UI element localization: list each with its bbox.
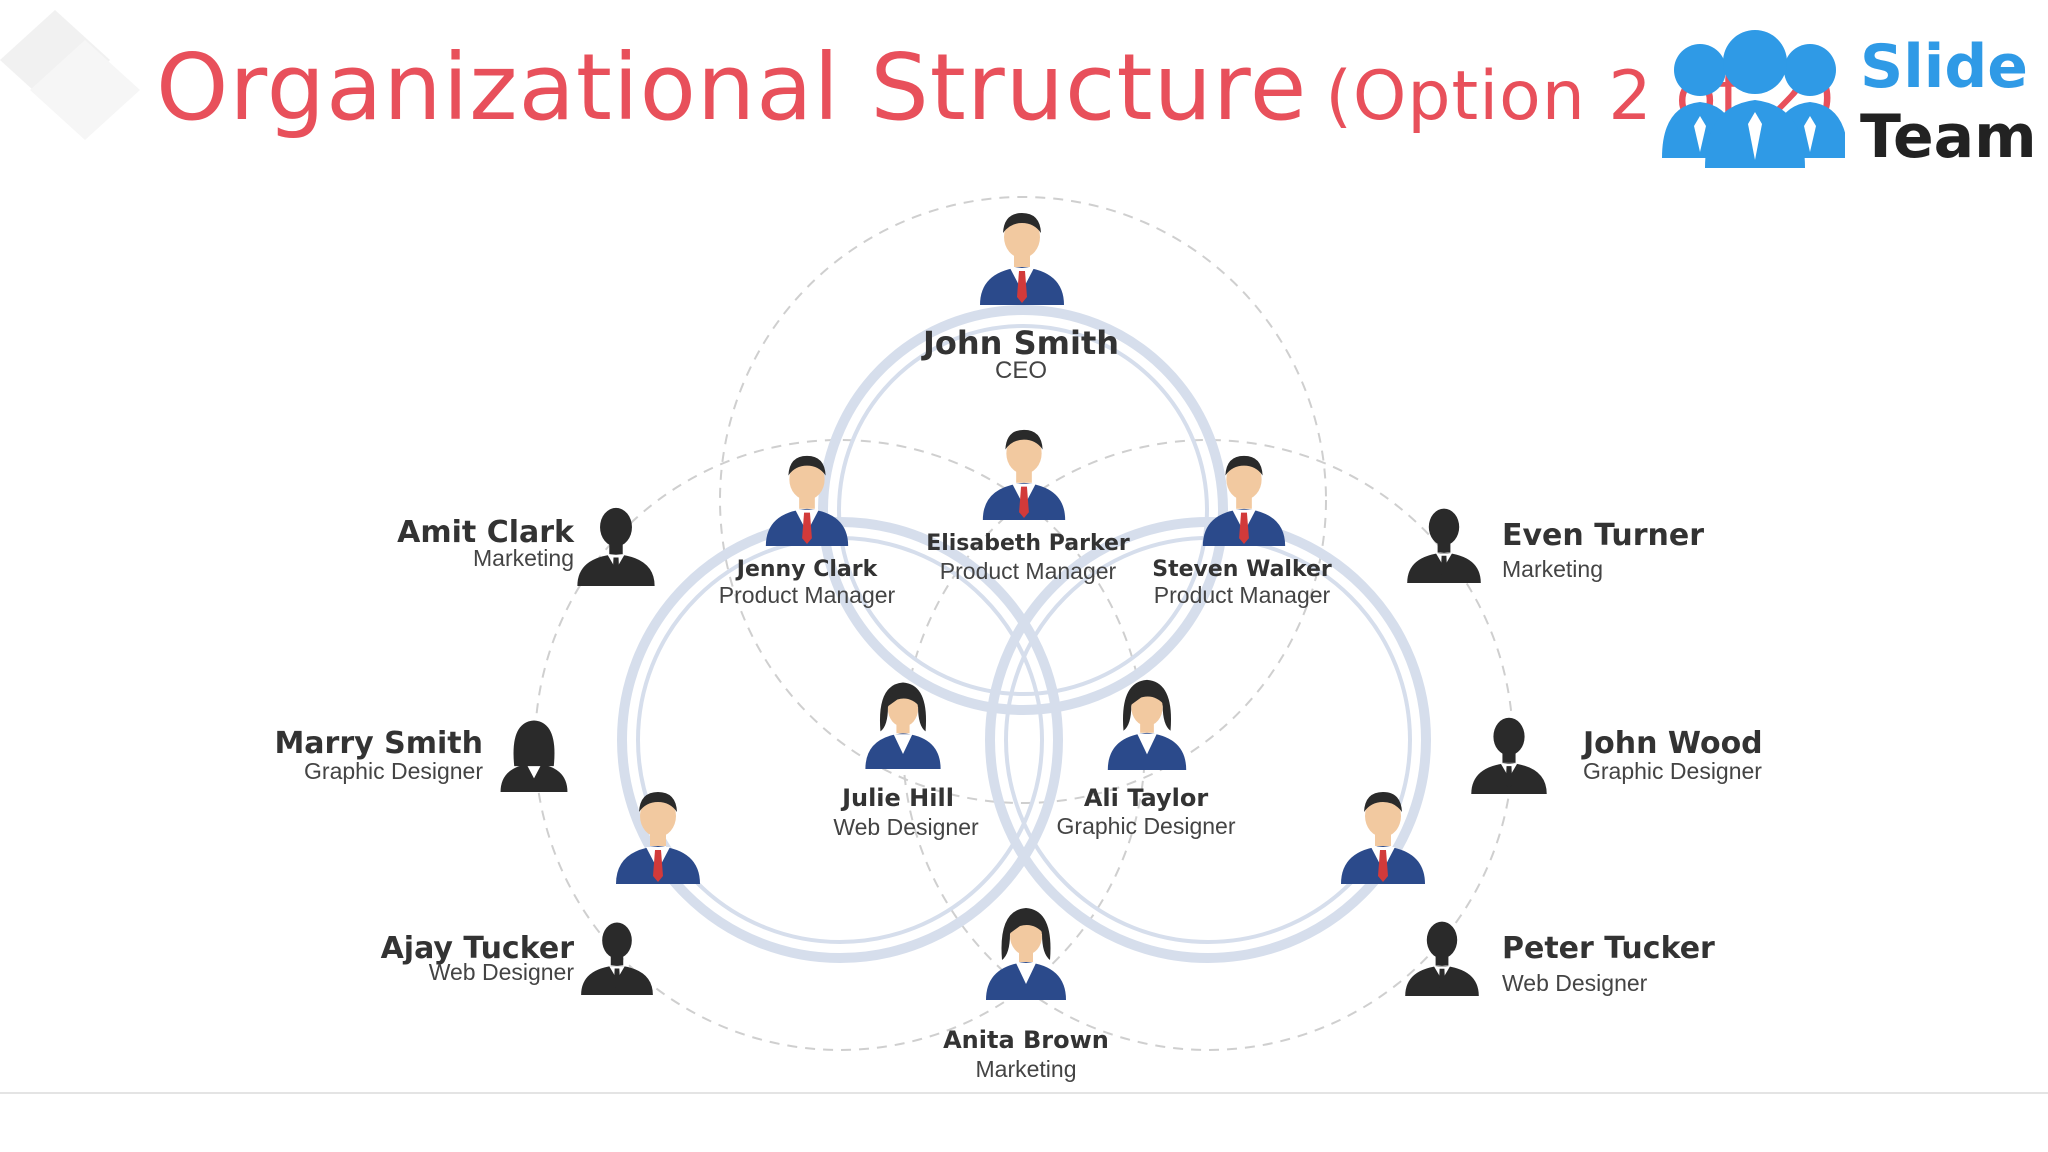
elisabeth-role: Product Manager [940, 558, 1117, 584]
anita-avatar-icon [986, 908, 1066, 1000]
amit-avatar-icon [577, 507, 655, 586]
johnwood-avatar-icon [1471, 717, 1547, 794]
even-role: Marketing [1502, 556, 1603, 582]
people-group-icon [1662, 30, 1845, 168]
julie-role: Web Designer [833, 814, 979, 840]
johnwood-name: John Wood [1581, 726, 1763, 761]
marry-name: Marry Smith [274, 726, 483, 761]
ceo-avatar-icon [980, 213, 1064, 305]
venn-rings [617, 305, 1431, 963]
anita-role: Marketing [976, 1056, 1077, 1082]
amit-name: Amit Clark [397, 515, 575, 550]
ajay-name: Ajay Tucker [381, 931, 575, 966]
logo-text-slide: Slide [1860, 32, 2028, 102]
julie-name: Julie Hill [840, 784, 954, 812]
peter-name: Peter Tucker [1502, 931, 1715, 966]
corner-decoration [0, 10, 140, 140]
jenny-avatar-icon [765, 455, 849, 546]
footer-divider [0, 1092, 2048, 1094]
anita-name: Anita Brown [943, 1026, 1109, 1054]
peter-role: Web Designer [1502, 970, 1648, 996]
title-main: Organizational Structure [156, 34, 1308, 141]
jenny-role: Product Manager [719, 582, 896, 608]
amit-role: Marketing [473, 545, 574, 571]
even-avatar-icon [1407, 508, 1481, 583]
elisabeth-avatar-icon [982, 429, 1066, 520]
ceo-role: CEO [995, 357, 1047, 384]
ajay-role: Web Designer [429, 959, 575, 985]
marry-role: Graphic Designer [304, 758, 483, 784]
elisabeth-name: Elisabeth Parker [926, 531, 1130, 556]
ali-avatar-icon [1107, 679, 1187, 770]
marry-avatar-icon [500, 720, 568, 792]
even-name: Even Turner [1502, 518, 1704, 553]
slideteam-logo: Slide Team [1660, 28, 2037, 172]
peter-avatar-icon [1405, 921, 1479, 996]
ali-role: Graphic Designer [1057, 813, 1236, 839]
julie-avatar-icon [865, 682, 941, 769]
ajay-avatar-icon [581, 922, 653, 995]
jenny-name: Jenny Clark [735, 557, 879, 582]
steven-name: Steven Walker [1152, 557, 1332, 582]
johnwood-role: Graphic Designer [1583, 758, 1762, 784]
logo-text-team: Team [1860, 102, 2037, 172]
ali-name: Ali Taylor [1084, 784, 1208, 812]
ceo-name: John Smith [921, 324, 1119, 362]
steven-role: Product Manager [1154, 582, 1331, 608]
